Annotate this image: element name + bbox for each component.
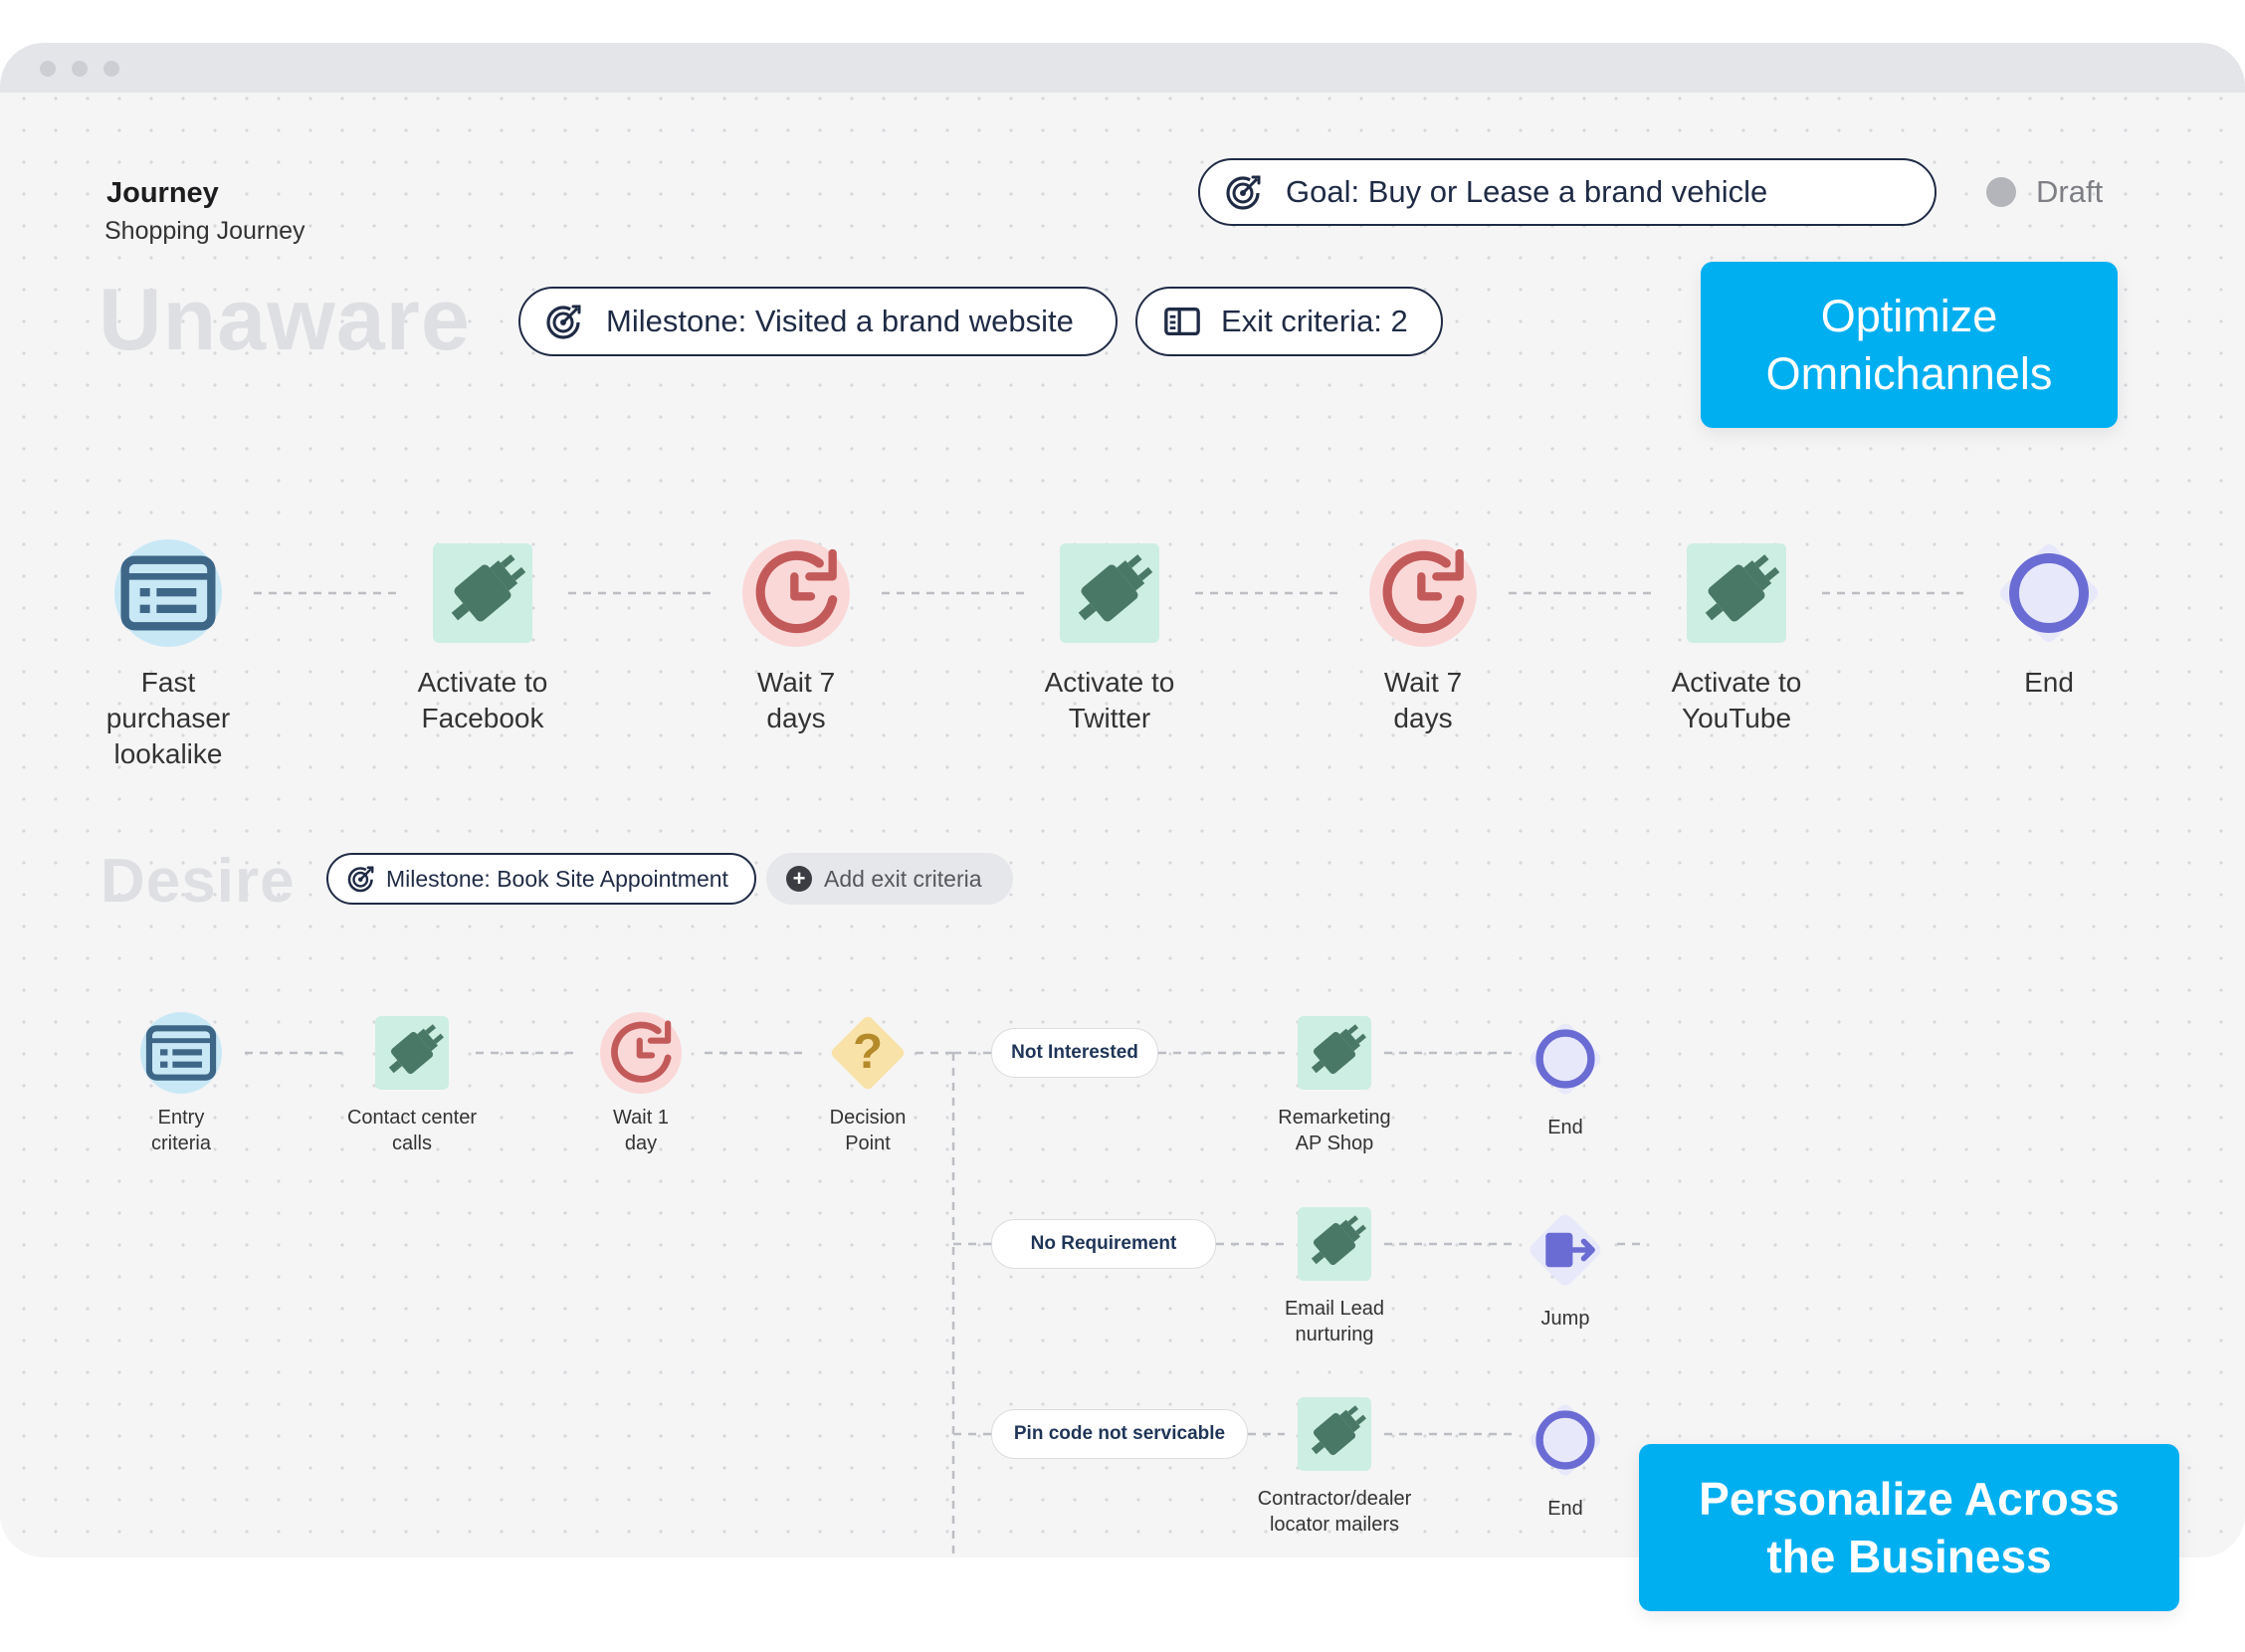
branch-terminal-label: Jump bbox=[1540, 1308, 1590, 1330]
desire-node-wait[interactable] bbox=[600, 1012, 682, 1094]
plug-icon bbox=[1705, 554, 1780, 622]
question-icon: ? bbox=[853, 1024, 883, 1079]
milestone-label: Milestone: Book Site Appointment bbox=[386, 865, 728, 892]
desire-node-label: Entry criteria bbox=[150, 1107, 211, 1154]
target-icon bbox=[1226, 175, 1261, 210]
plug-icon bbox=[451, 554, 526, 622]
branch-action-node[interactable] bbox=[1298, 1207, 1371, 1281]
desire-node-activate[interactable] bbox=[375, 1016, 449, 1090]
plug-icon bbox=[388, 1024, 445, 1075]
goal-label: Goal: Buy or Lease a brand vehicle bbox=[1286, 174, 1768, 209]
unaware-node-end[interactable] bbox=[1997, 541, 2102, 646]
clock-icon bbox=[611, 1020, 672, 1083]
status-badge: Draft bbox=[1986, 174, 2103, 210]
milestone-pill-desire[interactable]: Milestone: Book Site Appointment bbox=[326, 853, 756, 905]
unaware-node-label: Activate to YouTube bbox=[1671, 667, 1802, 733]
unaware-node-label: Wait 7 days bbox=[1383, 667, 1463, 733]
unaware-node-label: Activate to Twitter bbox=[1044, 667, 1175, 733]
window-titlebar bbox=[0, 43, 2245, 93]
stage-title-desire: Desire bbox=[101, 847, 296, 916]
clock-icon bbox=[755, 548, 838, 634]
target-icon bbox=[347, 866, 374, 893]
callout-personalize-across-business: Personalize Across the Business bbox=[1639, 1444, 2179, 1611]
jump-icon bbox=[1545, 1232, 1595, 1268]
status-dot-icon bbox=[1986, 177, 2016, 207]
unaware-node-activate[interactable] bbox=[433, 543, 532, 643]
goal-pill[interactable]: Goal: Buy or Lease a brand vehicle bbox=[1198, 158, 1937, 226]
branch-action-label: Contractor/dealer locator mailers bbox=[1257, 1488, 1412, 1536]
desire-node-label: Contact center calls bbox=[346, 1107, 478, 1154]
plus-icon: + bbox=[786, 866, 812, 892]
branch-condition-tag[interactable]: Pin code not servicable bbox=[991, 1409, 1248, 1459]
milestone-label: Milestone: Visited a brand website bbox=[606, 304, 1074, 338]
unaware-node-label: Wait 7 days bbox=[756, 667, 836, 733]
branch-action-label: Email Lead nurturing bbox=[1284, 1298, 1385, 1345]
unaware-node-label: Fast purchaser lookalike bbox=[105, 667, 231, 769]
unaware-node-audience[interactable] bbox=[114, 539, 222, 647]
branch-terminal-label: End bbox=[1547, 1117, 1583, 1138]
ring-icon bbox=[2008, 552, 2090, 634]
branch-action-node[interactable] bbox=[1298, 1016, 1371, 1090]
window-dot-close[interactable] bbox=[40, 61, 56, 77]
exit-criteria-label: Exit criteria: 2 bbox=[1221, 304, 1408, 338]
journey-name: Shopping Journey bbox=[104, 217, 306, 245]
plug-icon bbox=[1078, 554, 1153, 622]
window-dot-minimize[interactable] bbox=[72, 61, 88, 77]
exit-criteria-pill[interactable]: Exit criteria: 2 bbox=[1135, 287, 1443, 356]
desire-node-label: Wait 1 day bbox=[613, 1107, 669, 1154]
add-exit-criteria-label: Add exit criteria bbox=[824, 865, 982, 892]
clock-icon bbox=[1382, 548, 1465, 634]
list-icon bbox=[120, 555, 216, 631]
target-icon bbox=[546, 305, 581, 339]
stage-title-unaware: Unaware bbox=[99, 270, 471, 368]
ring-icon bbox=[1535, 1410, 1595, 1470]
status-label: Draft bbox=[2036, 174, 2104, 209]
branch-condition-tag[interactable]: Not Interested bbox=[991, 1028, 1158, 1078]
branch-action-node[interactable] bbox=[1298, 1397, 1371, 1471]
milestone-pill-unaware[interactable]: Milestone: Visited a brand website bbox=[518, 287, 1118, 356]
unaware-node-activate[interactable] bbox=[1687, 543, 1786, 643]
add-exit-criteria-button[interactable]: + Add exit criteria bbox=[766, 853, 1013, 905]
callout-optimize-omnichannels: Optimize Omnichannels bbox=[1701, 262, 2118, 428]
branch-terminal-end[interactable] bbox=[1527, 1020, 1603, 1097]
ring-icon bbox=[1535, 1029, 1595, 1089]
exit-panel-icon bbox=[1164, 307, 1200, 336]
branch-action-label: Remarketing AP Shop bbox=[1278, 1107, 1391, 1154]
branch-condition-tag[interactable]: No Requirement bbox=[991, 1219, 1216, 1269]
unaware-node-label: End bbox=[2024, 667, 2074, 698]
unaware-node-wait[interactable] bbox=[1369, 539, 1477, 647]
branch-terminal-label: End bbox=[1547, 1498, 1583, 1520]
branch-terminal-jump[interactable] bbox=[1527, 1211, 1603, 1288]
list-icon bbox=[145, 1025, 217, 1081]
plug-icon bbox=[1311, 1024, 1367, 1075]
page-title: Journey bbox=[106, 177, 219, 209]
desire-node-audience[interactable] bbox=[140, 1012, 222, 1094]
window-dot-maximize[interactable] bbox=[103, 61, 119, 77]
node-shape bbox=[831, 1016, 905, 1090]
desire-node-label: Decision Point bbox=[829, 1107, 907, 1154]
desire-node-decision[interactable]: ? bbox=[829, 1014, 906, 1091]
plug-icon bbox=[1311, 1405, 1367, 1456]
branch-terminal-end[interactable] bbox=[1527, 1401, 1603, 1478]
unaware-node-activate[interactable] bbox=[1060, 543, 1159, 643]
unaware-node-wait[interactable] bbox=[742, 539, 850, 647]
unaware-node-label: Activate to Facebook bbox=[417, 667, 548, 733]
svg-text:?: ? bbox=[853, 1024, 883, 1079]
plug-icon bbox=[1311, 1215, 1367, 1266]
